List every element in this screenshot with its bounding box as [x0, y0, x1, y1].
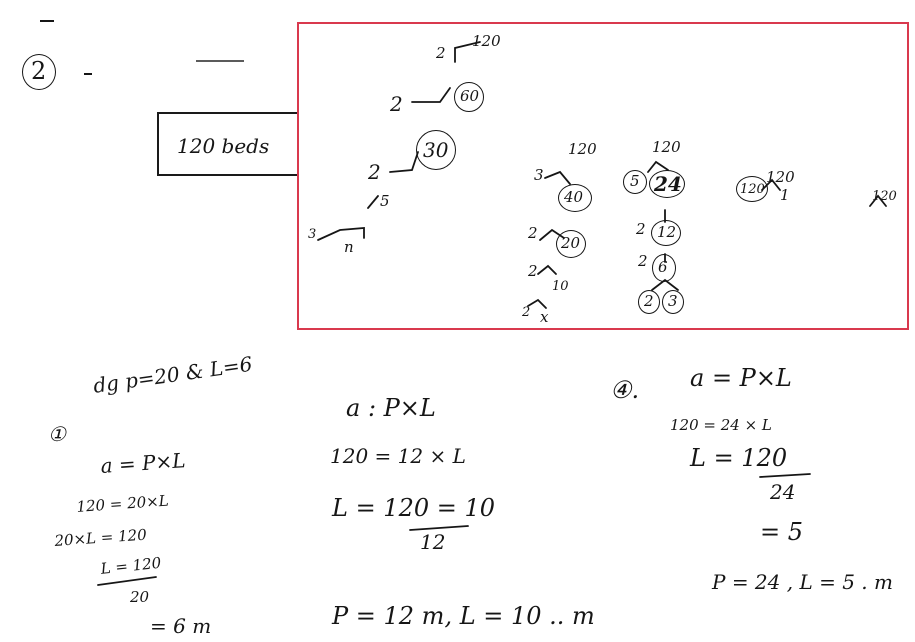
tree3-node-2: 12 [657, 223, 677, 241]
tree3-divisor-1: 5 [630, 172, 640, 190]
tree1-node-1-circle [454, 82, 484, 112]
part2-line-4: 12 [420, 530, 446, 554]
tree2-root: 120 [568, 140, 597, 158]
tree4-node-circle [736, 176, 768, 202]
tree4-side: 1 [780, 186, 790, 204]
part2-line-1: a : P×L [346, 394, 436, 422]
tree4-node: 120 [740, 182, 765, 197]
tree3-leaf-2: 3 [668, 292, 678, 310]
tree1-node-2-circle [416, 130, 456, 170]
part2-line-5: P = 12 m, L = 10 .. m [332, 602, 595, 630]
question-number-circle [22, 54, 56, 90]
tree3-node-1: 24 [654, 172, 682, 196]
tree2-divisor-1: 3 [534, 166, 544, 184]
tree2-node-2: 20 [561, 234, 581, 252]
tree1-tail: n [344, 238, 354, 256]
part3-line-6: P = 24 , L = 5 . m [712, 570, 893, 594]
part3-line-2: 120 = 24 × L [670, 416, 772, 434]
tree1-divisor-2: 2 [390, 92, 403, 116]
tree2-divisor-4: 2 [522, 305, 531, 320]
tree3-node-1-circle [649, 170, 685, 198]
question-number: 2 [31, 57, 47, 85]
part1-line-6: = 6 m [150, 614, 212, 638]
part2-line-2: 120 = 12 × L [330, 444, 466, 468]
tree1-root: 120 [472, 32, 501, 50]
tree2-node-1: 40 [564, 188, 584, 206]
part1-line-5: 20 [130, 588, 150, 606]
part3-line-3: L = 120 [690, 444, 788, 472]
tree3-node-3-circle [652, 254, 676, 282]
tree3-node-2-circle [651, 220, 681, 246]
part3-line-4: 24 [770, 480, 796, 504]
top-dash-mark [40, 20, 54, 22]
tree1-divisor-1: 2 [436, 44, 446, 62]
tree3-leaf-2-circle [662, 290, 684, 314]
tree5-root: 120 [872, 189, 897, 204]
tree3-divisor-1-circle [623, 170, 647, 194]
part3-line-1: a = P×L [690, 364, 792, 392]
tree1-divisor-4: 3 [308, 227, 317, 242]
tree4-root: 120 [766, 168, 795, 186]
tree3-leaf-1-circle [638, 290, 660, 314]
header-dash-1 [84, 73, 92, 75]
tree3-node-3: 6 [658, 258, 668, 276]
tree3-root: 120 [652, 138, 681, 156]
header-dash-2 [196, 60, 244, 62]
label-box-text: 120 beds [177, 134, 270, 158]
tree2-node-2-circle [556, 230, 586, 258]
tree2-divisor-2: 2 [528, 224, 538, 242]
part3-line-5: = 5 [760, 518, 804, 546]
tree2-bottom-1: 10 [552, 279, 569, 294]
part1-marker: ① [48, 422, 66, 446]
tree1-node-2: 30 [423, 138, 449, 162]
part1-line-1: a = P×L [99, 448, 187, 478]
tree1-branch: 5 [380, 192, 390, 210]
tree3-divisor-3: 2 [638, 252, 648, 270]
tree1-node-1: 60 [460, 87, 480, 105]
tree2-divisor-3: 2 [528, 262, 538, 280]
tree3-divisor-2: 2 [636, 220, 646, 238]
tree3-leaf-1: 2 [644, 292, 654, 310]
tree1-divisor-3: 2 [368, 160, 381, 184]
part2-line-3: L = 120 = 10 [332, 494, 496, 522]
part3-marker: ④. [610, 376, 640, 404]
factor-tree-frame [297, 22, 909, 330]
tree2-node-1-circle [558, 184, 592, 212]
tree2-bottom-2: x [540, 308, 549, 326]
